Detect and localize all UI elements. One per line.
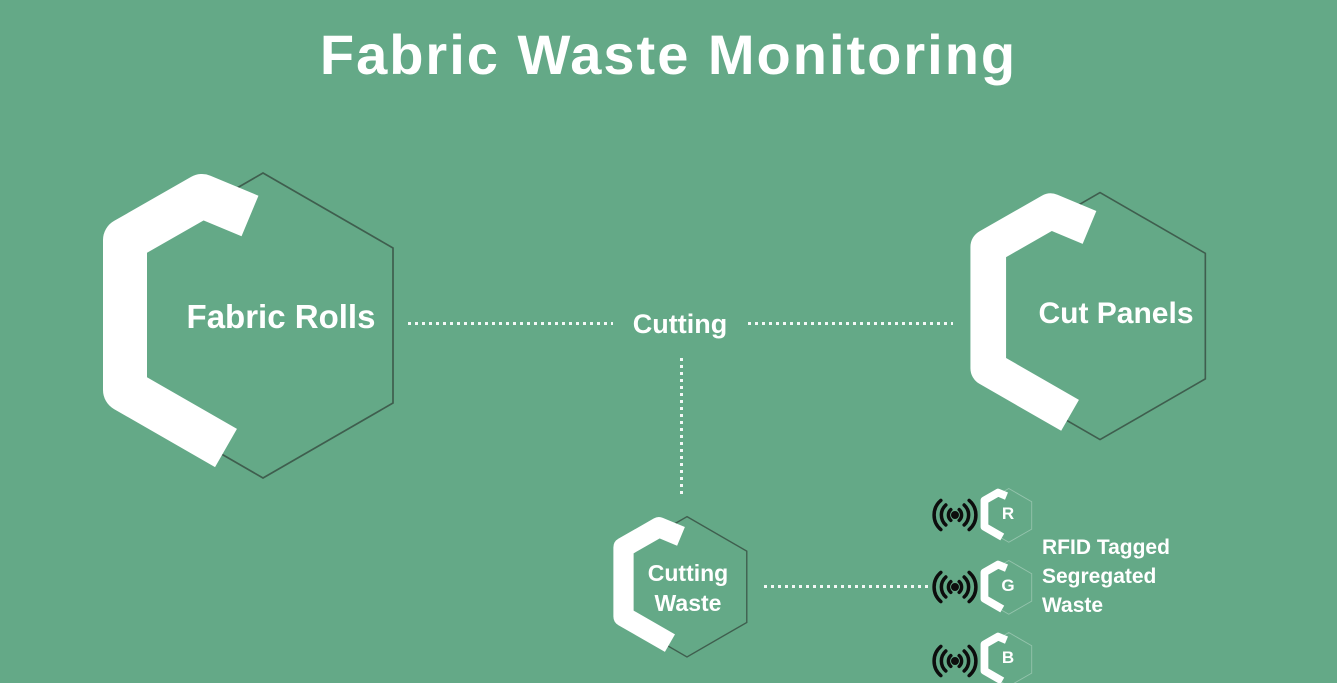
page-title: Fabric Waste Monitoring: [319, 23, 1018, 86]
fabric-rolls-label: Fabric Rolls: [186, 298, 376, 335]
fabric-rolls-hexagon-icon: [100, 170, 400, 482]
rfid-signal-icon: [932, 565, 978, 609]
connector-cutting-to-cut-panels: [748, 322, 953, 325]
rfid-caption-line2: Segregated: [1042, 565, 1157, 588]
cut-panels-label: Cut Panels: [1038, 297, 1194, 330]
rfid-caption: RFID Tagged Segregated Waste: [1042, 533, 1170, 620]
cutting-waste-label: Cutting Waste: [618, 558, 758, 618]
cutting-waste-label-line2: Waste: [654, 590, 722, 616]
rfid-tag-r-hexagon-icon: [980, 488, 1033, 543]
rfid-tag-letter-r: R: [1001, 504, 1015, 523]
connector-fabric-rolls-to-cutting: [408, 322, 613, 325]
cutting-waste-hexagon-icon: [612, 515, 750, 659]
rfid-tag-g-hexagon-icon: [980, 560, 1033, 615]
connector-cutting-label: Cutting: [632, 309, 728, 339]
rfid-tag-letter-g: G: [1001, 576, 1015, 595]
rfid-tag-letter-b: B: [1001, 648, 1015, 667]
rfid-caption-line3: Waste: [1042, 594, 1104, 617]
cut-panels-hexagon-icon: [968, 190, 1211, 443]
connector-cutting-to-cutting-waste: [680, 358, 683, 498]
rfid-signal-icon: [932, 639, 978, 683]
cutting-waste-label-line1: Cutting: [647, 560, 729, 586]
rfid-tag-b-hexagon-icon: [980, 632, 1033, 683]
rfid-signal-icon: [932, 493, 978, 537]
connector-cutting-waste-to-rfid: [764, 585, 929, 588]
rfid-caption-line1: RFID Tagged: [1042, 536, 1170, 559]
